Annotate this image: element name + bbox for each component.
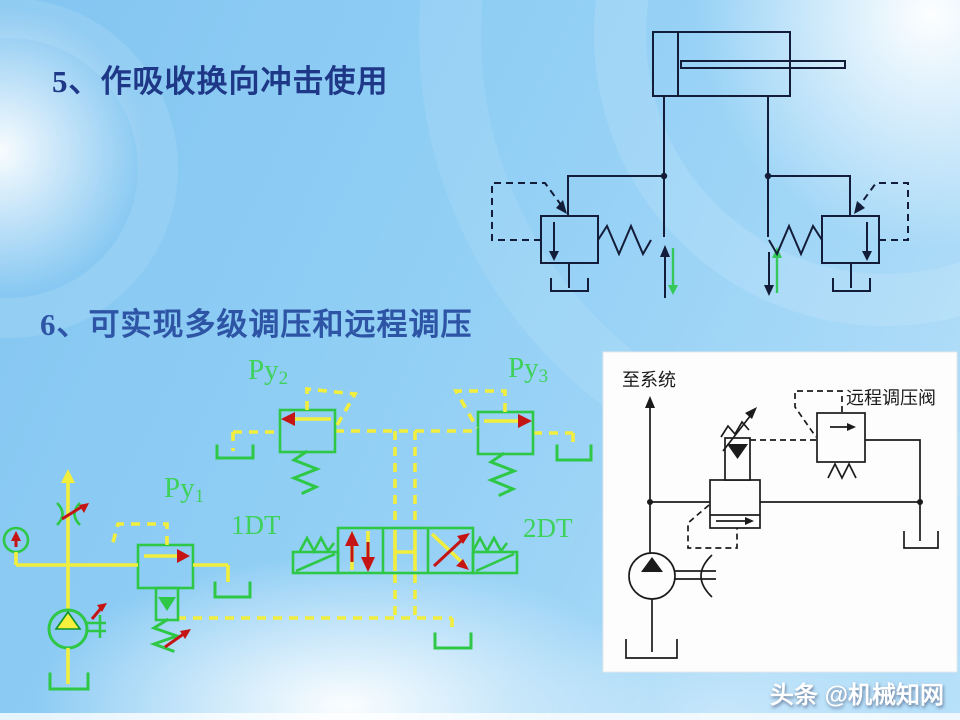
label-py3: Py3 [508,352,548,388]
tank-symbol [433,632,473,650]
solenoid-2dt [471,535,519,575]
supply-branch [2,469,138,691]
inset-remote-valve [750,390,939,549]
label-1dt: 1DT [231,510,281,540]
tank-symbol [213,581,252,599]
label-py1-main: Py [164,472,195,504]
throttle-valve [56,502,89,526]
tank-symbol [215,444,255,460]
shock-absorb-circuit [491,31,909,298]
py3-valve [452,389,593,497]
tank-symbol [832,278,871,292]
inset-to-system-line [645,396,655,553]
label-to-system: 至系统 [622,370,676,390]
bottom-edge-band [0,713,960,720]
spring [149,617,182,653]
inset-panel [602,351,958,673]
label-py3-main: Py [508,352,539,384]
hydraulic-cylinder [652,31,846,97]
tank-symbol [903,531,939,549]
py2-valve [215,387,358,495]
pilot-feedback-line [687,504,738,549]
spring [289,449,322,495]
label-2dt: 2DT [523,513,573,543]
inset-pump [625,552,716,659]
tank-symbol [550,278,589,292]
hydraulic-pump [47,603,107,650]
watermark: 头条 @机械知网 [769,682,944,709]
tank-symbol [625,639,678,659]
label-py1: Py1 [164,472,204,508]
label-remote-valve: 远程调压阀 [846,388,936,408]
label-py2: Py2 [248,354,288,390]
tank-symbol [555,444,593,462]
title-item6: 6、可实现多级调压和远程调压 [40,307,473,342]
relief-valve-left [491,182,652,292]
multistage-pressure-circuit [2,387,593,691]
label-py3-sub: 3 [538,366,549,387]
title-item5: 5、作吸收换向冲击使用 [52,64,389,99]
directional-valve [291,526,519,650]
cylinder-piping [567,96,851,237]
inset-main-relief-valve [687,407,761,549]
tank-symbol [48,672,90,691]
label-py2-sub: 2 [278,368,289,389]
label-py2-main: Py [248,354,279,386]
remote-regulation-inset [602,351,958,673]
spring [827,462,857,480]
py1-valve [110,522,252,653]
spring [486,451,519,497]
solenoid-1dt [291,535,340,575]
label-py1-sub: 1 [194,486,205,507]
pilot-lines [177,429,575,633]
flow-direction-arrows [660,245,782,298]
pressure-gauge [2,526,30,565]
relief-valve-right [768,182,909,292]
